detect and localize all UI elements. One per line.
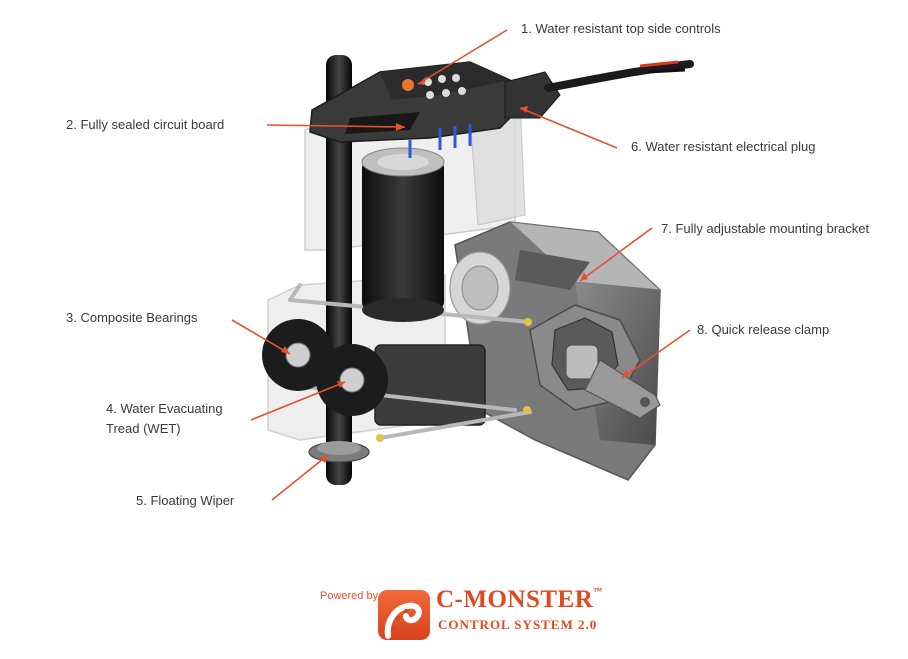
callout-2-label: 2. Fully sealed circuit board <box>66 117 225 132</box>
gearbox <box>374 344 486 426</box>
drive-motor <box>361 147 445 322</box>
leader-line-8 <box>621 329 691 379</box>
callout-5-label: 5. Floating Wiper <box>136 493 235 508</box>
brand-name: C-MONSTER™ <box>436 586 603 613</box>
leader-line-1 <box>417 29 508 85</box>
powered-by-text: Powered by <box>320 590 379 602</box>
leader-line-6 <box>519 107 618 149</box>
quick-release-clamp <box>529 304 661 419</box>
callout-7-label: 7. Fully adjustable mounting bracket <box>661 221 870 236</box>
callout-1-label: 1. Water resistant top side controls <box>521 21 721 36</box>
callout-6-label: 6. Water resistant electrical plug <box>631 139 816 154</box>
leader-line-2 <box>266 124 406 128</box>
octopus-tentacle-icon <box>378 590 430 640</box>
brand-subtitle: CONTROL SYSTEM 2.0 <box>438 617 598 632</box>
floating-wiper <box>308 441 370 463</box>
leader-line-3 <box>231 319 291 355</box>
bevel-gear <box>449 251 511 325</box>
electrical-plug <box>504 60 694 119</box>
leader-lines <box>231 29 691 501</box>
c-monster-logo: Powered by C-MONSTER™ CONTROL SYSTEM 2.0 <box>318 586 608 642</box>
callout-3-label: 3. Composite Bearings <box>66 310 198 325</box>
leader-line-5 <box>271 454 329 501</box>
leader-line-4 <box>250 381 346 421</box>
callout-4-label: 4. Water Evacuating Tread (WET) <box>106 401 223 436</box>
leader-line-7 <box>579 227 653 282</box>
control-head <box>309 61 532 158</box>
composite-bearings <box>262 319 388 416</box>
callout-8-label: 8. Quick release clamp <box>697 322 830 337</box>
